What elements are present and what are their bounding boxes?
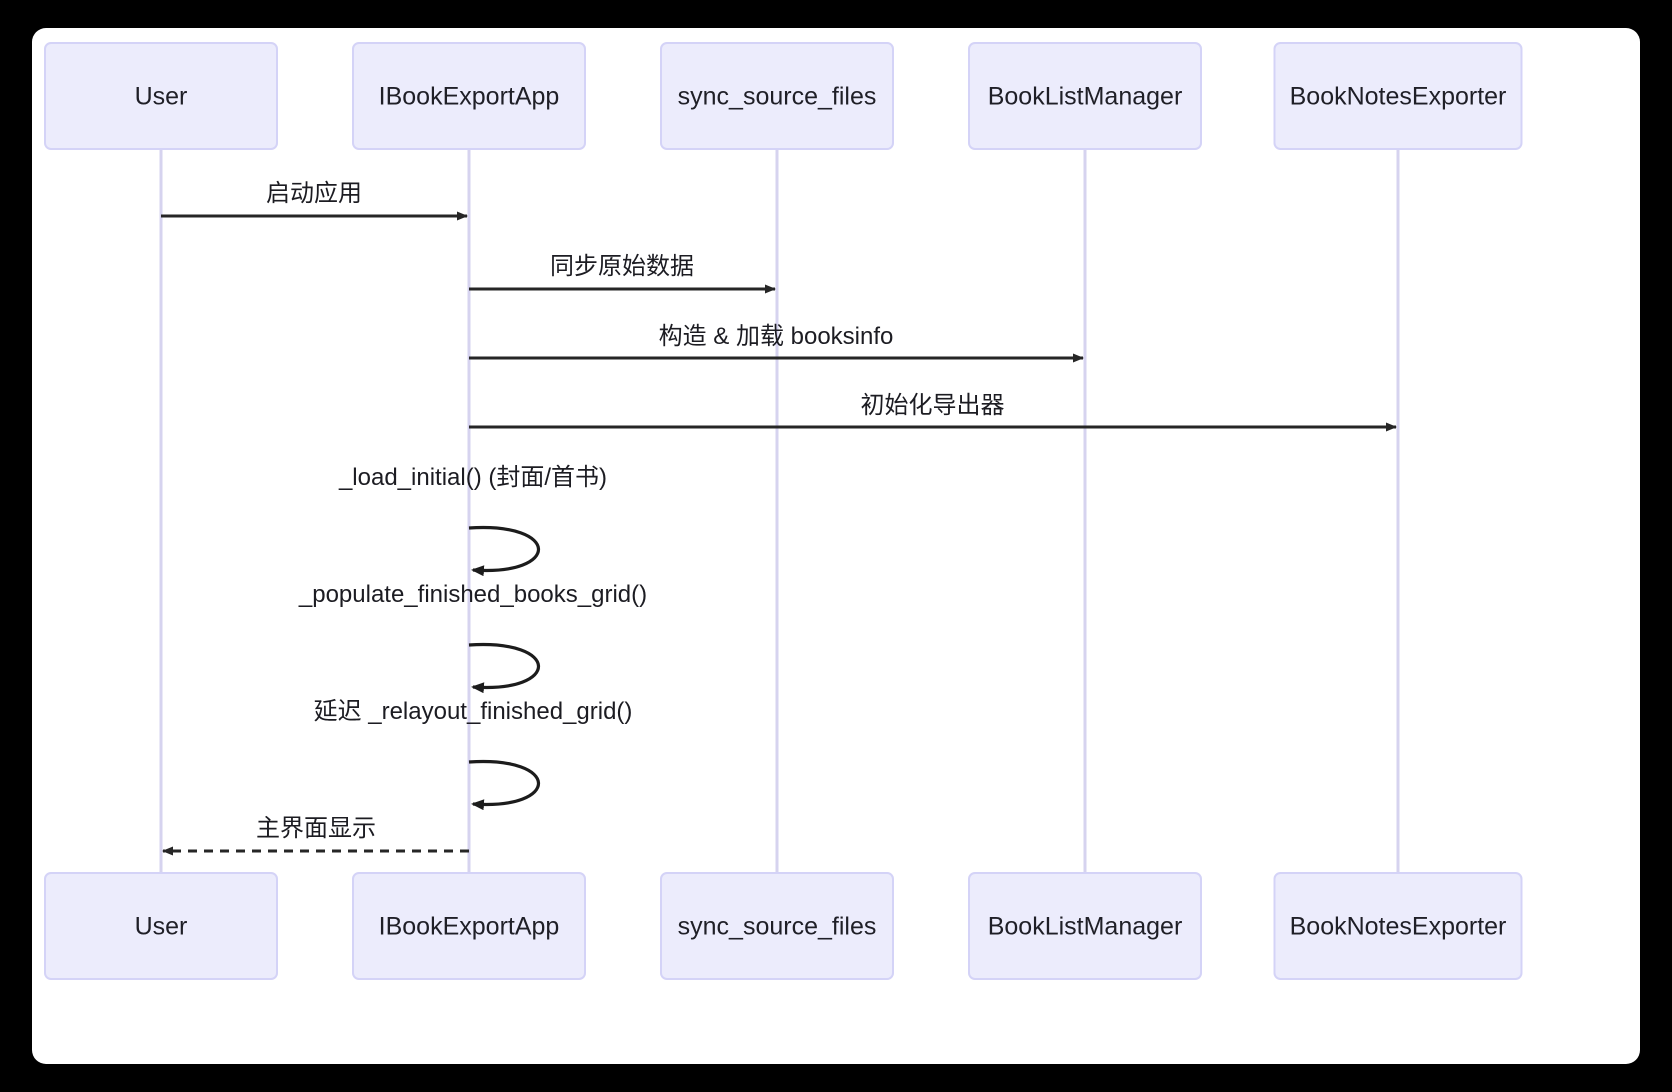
message-label: 同步原始数据: [550, 253, 694, 280]
message-4: 初始化导出器: [469, 392, 1397, 432]
actor-bottom-box[interactable]: [968, 872, 1202, 980]
message-1: 启动应用: [161, 180, 468, 221]
message-8: 主界面显示: [162, 815, 469, 856]
message-label: 延迟 _relayout_finished_grid(): [314, 698, 633, 725]
self-message-arrow: [468, 759, 541, 811]
self-message-arrow: [468, 525, 541, 577]
bottom-actor-group: User IBookExportApp sync_source_files BookL…: [44, 872, 1523, 980]
message-7: 延迟 _relayout_finished_grid(): [314, 698, 633, 811]
actor-bottom-label: User: [135, 913, 188, 941]
actor-bottom-label: sync_source_files: [678, 913, 877, 941]
message-label: 初始化导出器: [861, 392, 1005, 419]
actor-bottom-label: BookNotesExporter: [1290, 913, 1507, 941]
actor-bottom-label: IBookExportApp: [379, 913, 560, 941]
message-label: _populate_finished_books_grid(): [298, 581, 647, 608]
top-actor-group: User IBookExportApp sync_source_files BookL…: [44, 42, 1523, 150]
message-6: _populate_finished_books_grid(): [298, 581, 647, 694]
lifeline-group: [159, 149, 1400, 873]
message-label: _load_initial() (封面/首书): [338, 464, 607, 491]
actor-top-label: IBookExportApp: [379, 83, 560, 111]
actor-top-box[interactable]: [968, 42, 1202, 150]
message-5: _load_initial() (封面/首书): [338, 464, 607, 577]
actor-top-box[interactable]: [1273, 42, 1523, 150]
actor-top-box[interactable]: [44, 42, 278, 150]
actor-top-box[interactable]: [352, 42, 586, 150]
actor-top-label: User: [135, 83, 188, 111]
actor-top-label: BookListManager: [988, 83, 1183, 111]
self-message-arrow: [468, 642, 541, 694]
actor-bottom-box[interactable]: [660, 872, 894, 980]
message-label: 主界面显示: [256, 815, 376, 842]
message-label: 启动应用: [266, 180, 362, 207]
actor-top-label: BookNotesExporter: [1290, 83, 1507, 111]
message-2: 同步原始数据: [469, 253, 776, 294]
actor-top-box[interactable]: [660, 42, 894, 150]
actor-bottom-box[interactable]: [44, 872, 278, 980]
message-label: 构造 & 加载 booksinfo: [659, 323, 894, 350]
actor-bottom-box[interactable]: [1273, 872, 1523, 980]
actor-top-label: sync_source_files: [678, 83, 877, 111]
message-3: 构造 & 加载 booksinfo: [469, 323, 1084, 363]
actor-bottom-box[interactable]: [352, 872, 586, 980]
actor-bottom-label: BookListManager: [988, 913, 1183, 941]
